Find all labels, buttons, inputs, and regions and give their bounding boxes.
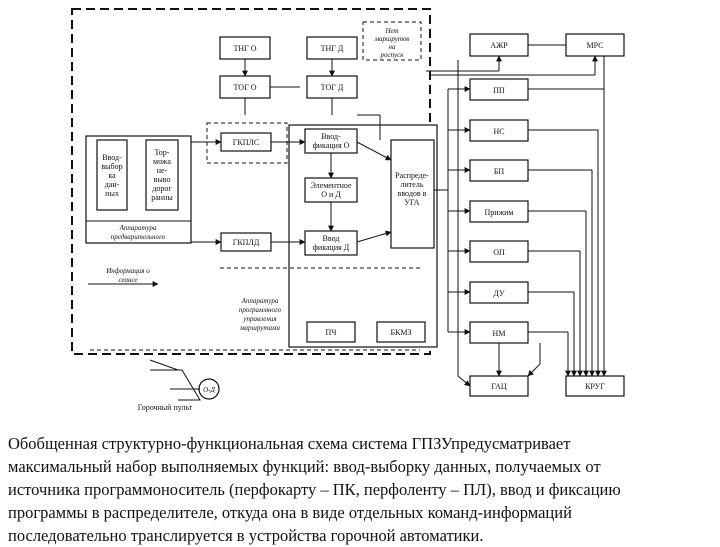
- block-op-label: ОП: [493, 248, 505, 257]
- vvod-dan-line-2: выбор: [101, 162, 122, 171]
- block-vvod-o-line-2: фикация О: [313, 141, 350, 150]
- tor-line-6: ранны: [151, 193, 173, 202]
- block-vvod-d-line-1: Ввод: [323, 234, 340, 243]
- operator-label: О-Д: [203, 386, 215, 394]
- block-gac-label: ГАЦ: [491, 382, 507, 391]
- raspred-line-3: вводов в: [398, 189, 427, 198]
- block-vvod-o-line-1: Ввод-: [321, 132, 341, 141]
- block-bkmz: [376, 321, 426, 343]
- tor-line-3: не-: [157, 166, 168, 175]
- block-vvod-d-line-2: фикация Д: [313, 243, 350, 252]
- vvod-dan-line-1: Ввод-: [102, 153, 122, 162]
- info-label-line-2: сеансе: [118, 276, 137, 284]
- raspred-line-2: литель: [401, 180, 424, 189]
- apparat-bottom-line-2: программного: [239, 306, 282, 314]
- pult-label: Горочный пульт: [138, 403, 193, 412]
- info-label-line-1: Информация о: [105, 267, 150, 275]
- vvod-dan-line-5: ных: [105, 189, 119, 198]
- block-tor-doroga-text: Тор- можа не- выво дорог ранны: [151, 148, 173, 202]
- tor-line-4: выво: [154, 175, 171, 184]
- apparat-top-line-1: Аппаратура: [119, 224, 157, 232]
- net-note-line-1: Нет: [384, 27, 398, 35]
- block-pch-label: ПЧ: [326, 328, 337, 337]
- raspred-line-4: УГА: [404, 198, 419, 207]
- caption-line-5: последовательно транслируется в устройст…: [8, 526, 484, 545]
- block-bp-label: БП: [494, 167, 505, 176]
- block-mps-label: МРС: [587, 41, 604, 50]
- raspred-line-1: Распреде-: [395, 171, 429, 180]
- apparat-bottom-line-1: Аппаратура: [241, 297, 279, 305]
- tor-line-2: можа: [153, 157, 171, 166]
- block-gkpld-label: ГКПЛД: [233, 238, 260, 247]
- apparat-bottom-line-3: управления: [242, 315, 276, 323]
- block-tor-doroga: [145, 139, 179, 211]
- connectors: [90, 44, 607, 390]
- functional-scheme-diagram: ТНГ О ТНГ Д ТОГ О ТОГ Д Нет маршрутов на…: [71, 8, 625, 412]
- net-note: Нет маршрутов на роспуск: [374, 27, 410, 59]
- caption-line-1: Обобщенная структурно-функциональная схе…: [8, 434, 571, 453]
- block-vvod-dannyh-text: Ввод- выбор ка дан- ных: [101, 153, 122, 198]
- tor-line-1: Тор-: [155, 148, 170, 157]
- net-note-line-4: роспуск: [379, 51, 404, 59]
- block-gkpls-label: ГКПЛС: [233, 138, 260, 147]
- block-nm-label: НМ: [493, 329, 506, 338]
- block-prizhim-label: Прижим: [485, 208, 514, 217]
- net-note-line-3: на: [389, 43, 396, 51]
- apparat-top-line-2: предварительного: [111, 233, 166, 241]
- block-krug-label: КРУГ: [585, 382, 605, 391]
- block-pp-label: ПП: [493, 86, 505, 95]
- block-pch: [306, 321, 356, 343]
- block-elem-od-line-2: О и Д: [321, 190, 341, 199]
- net-note-line-2: маршрутов: [374, 35, 410, 43]
- block-tnd-label: ТНГ Д: [321, 44, 344, 53]
- caption: Обобщенная структурно-функциональная схе…: [8, 432, 714, 547]
- block-elem-od-line-1: Элементное: [310, 181, 351, 190]
- block-du-label: ДУ: [493, 289, 505, 298]
- gpzu-system-frame: [71, 8, 431, 355]
- block-ns-label: НС: [493, 127, 504, 136]
- track-signals-subframe: [206, 122, 288, 164]
- console-outline: [150, 369, 201, 401]
- block-tod-label: ТОГ Д: [321, 83, 344, 92]
- block-vvod-dannyh: [96, 139, 128, 211]
- vvod-dan-line-4: дан-: [105, 180, 120, 189]
- tor-line-5: дорог: [152, 184, 172, 193]
- block-azhr-label: АЖР: [490, 41, 508, 50]
- vvod-dan-line-3: ка: [108, 171, 116, 180]
- caption-line-4: программы в распределителе, откуда она в…: [8, 503, 572, 522]
- block-raspredelitel: [390, 139, 435, 249]
- caption-line-3: источника программоноситель (перфокарту …: [8, 480, 621, 499]
- caption-line-2: максимальный набор выполняемых функций: …: [8, 457, 601, 476]
- block-bkmz-label: БКМЗ: [390, 328, 411, 337]
- apparat-bottom-line-4: маршрутами: [239, 324, 280, 332]
- net-note-frame: [362, 21, 422, 61]
- block-tog-label: ТОГ О: [234, 83, 257, 92]
- block-tng-label: ТНГ О: [233, 44, 256, 53]
